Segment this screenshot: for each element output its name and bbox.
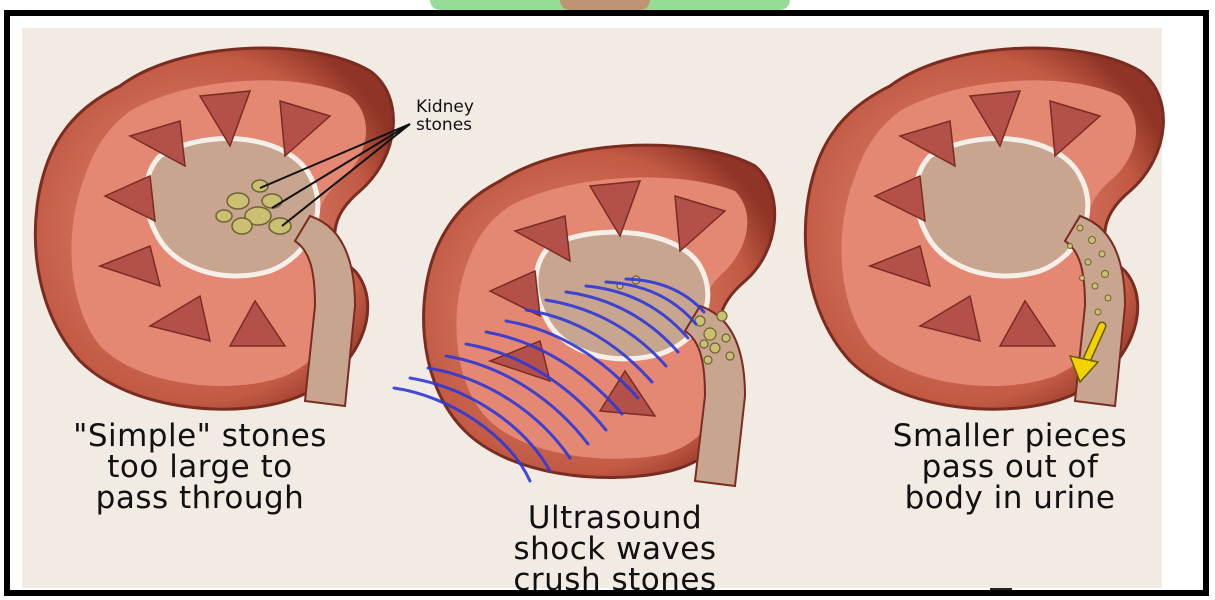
kidney-middle — [394, 145, 775, 486]
caption-left: "Simple" stones too large to pass throug… — [30, 421, 370, 514]
kidney-right — [805, 48, 1163, 409]
kidney-left — [35, 48, 410, 409]
caption-middle: Ultrasound shock waves crush stones — [455, 503, 775, 596]
caption-right: Smaller pieces pass out of body in urine — [840, 421, 1180, 514]
partial-logo — [960, 588, 1140, 596]
top-decoration-red — [560, 0, 650, 10]
kidney-stones-label: Kidney stones — [416, 98, 474, 134]
figure-frame: Kidney stones "Simple" stones too large … — [4, 10, 1209, 596]
